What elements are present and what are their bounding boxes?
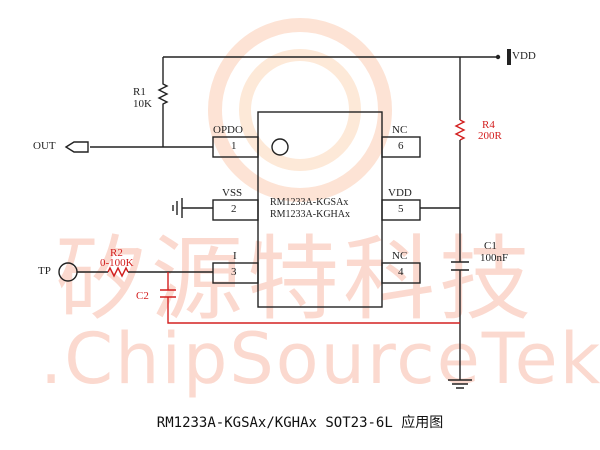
r4-value: 200R — [478, 130, 502, 142]
r2-resistor — [107, 266, 129, 278]
pin-1-name: OPDO — [213, 124, 243, 136]
tp-port-icon — [58, 262, 78, 282]
out-port-icon — [64, 141, 89, 153]
r1-value: 10K — [133, 98, 152, 110]
chip-part-2: RM1233A-KGHAx — [270, 209, 350, 220]
pin-1-box — [212, 136, 259, 158]
pin-4-box — [381, 262, 421, 284]
r1-name: R1 — [133, 86, 146, 98]
pin-3-box — [212, 262, 259, 284]
c1-name: C1 — [484, 240, 497, 252]
ground-icon — [172, 198, 183, 218]
tp-label: TP — [38, 265, 51, 277]
pin-6-num: 6 — [398, 140, 404, 152]
pin-5-num: 5 — [398, 203, 404, 215]
c1-capacitor — [451, 261, 469, 271]
r1-resistor — [157, 57, 169, 147]
c1-value: 100nF — [480, 252, 509, 264]
pin1-dot-icon — [271, 138, 289, 156]
watermark-chinese: 矽源特科技 — [55, 226, 536, 333]
pin-5-name: VDD — [388, 187, 412, 199]
chip-part-1: RM1233A-KGSAx — [270, 197, 349, 208]
pin-3-num: 3 — [231, 266, 237, 278]
pin-6-box — [381, 136, 421, 158]
watermark-latin: .ChipSourceTek. — [40, 318, 600, 400]
pin-3-name: I — [233, 250, 237, 262]
c2-name: C2 — [136, 290, 149, 302]
pin-4-name: NC — [392, 250, 408, 262]
pin-1-num: 1 — [231, 140, 237, 152]
pin-2-num: 2 — [231, 203, 237, 215]
r4-resistor — [454, 119, 466, 141]
out-label: OUT — [33, 140, 56, 152]
pin-2-box — [212, 199, 259, 221]
ground-icon-2 — [448, 379, 472, 389]
caption: RM1233A-KGSAx/KGHAx SOT23-6L 应用图 — [156, 415, 444, 431]
r2-name: R2 — [110, 247, 123, 259]
vdd-label: VDD — [512, 50, 536, 62]
c2-capacitor — [160, 289, 176, 298]
pin-6-name: NC — [392, 124, 408, 136]
pin-2-name: VSS — [222, 187, 243, 199]
r4-name: R4 — [482, 119, 495, 131]
pin-5-box — [381, 199, 421, 221]
r2-value: 0-100K — [100, 257, 134, 269]
pin-4-num: 4 — [398, 266, 404, 278]
